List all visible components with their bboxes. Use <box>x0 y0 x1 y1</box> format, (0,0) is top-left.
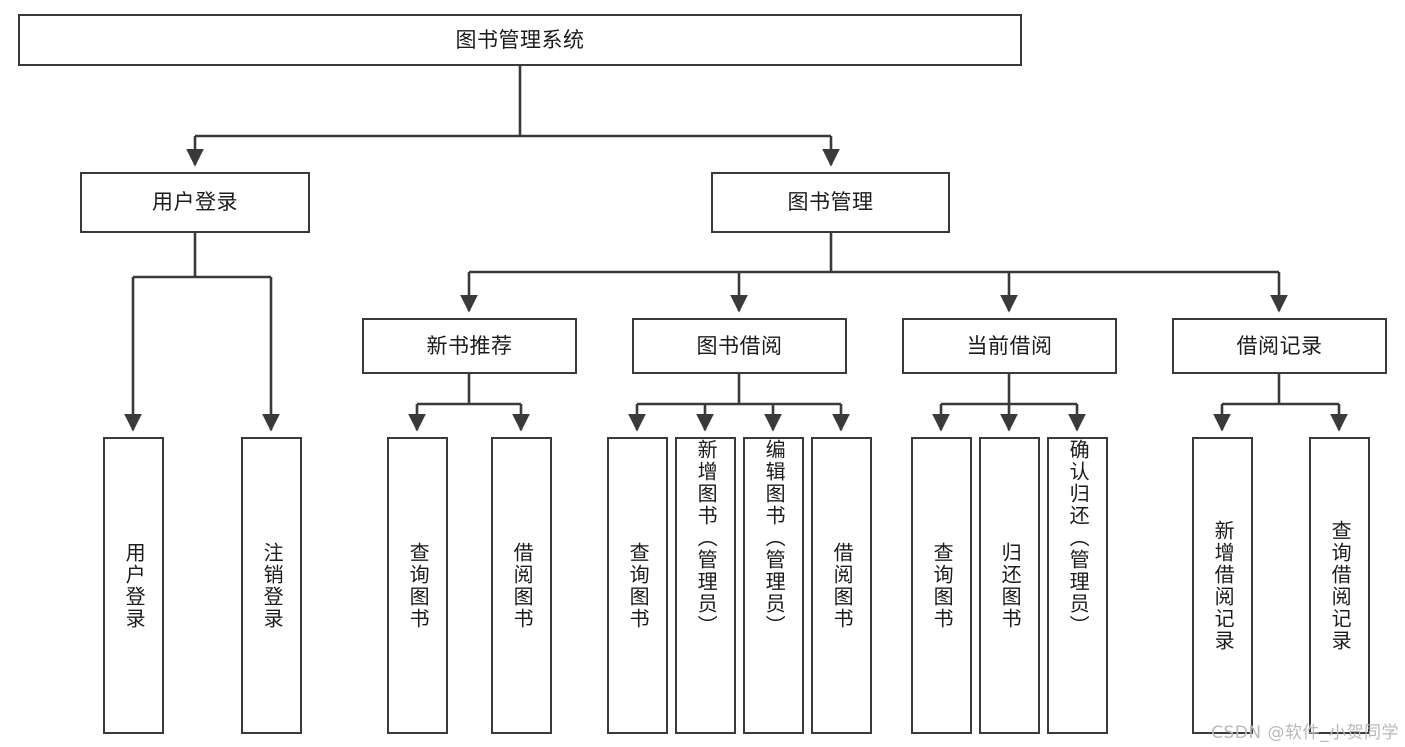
node-leaf-user-login-label: 用户登录 <box>122 541 147 630</box>
node-leaf-edit-book-label: 编辑图书（管理员） <box>762 439 787 637</box>
node-leaf-query-book-3-label: 查询图书 <box>930 541 955 630</box>
node-leaf-borrow-book-1-label: 借阅图书 <box>510 541 535 630</box>
node-book-borrow[interactable]: 图书借阅 <box>632 318 847 374</box>
watermark: CSDN @软件_小贺同学 <box>1211 723 1399 743</box>
node-leaf-add-record[interactable]: 新增借阅记录 <box>1192 437 1253 734</box>
node-leaf-query-book-3[interactable]: 查询图书 <box>911 437 972 734</box>
node-leaf-borrow-book-2-label: 借阅图书 <box>830 541 855 630</box>
node-new-book-recommend[interactable]: 新书推荐 <box>362 318 577 374</box>
node-leaf-query-book-2[interactable]: 查询图书 <box>607 437 668 734</box>
node-leaf-return-book-label: 归还图书 <box>998 541 1023 630</box>
node-borrow-record-label: 借阅记录 <box>1236 333 1323 358</box>
node-leaf-query-record[interactable]: 查询借阅记录 <box>1309 437 1370 734</box>
node-leaf-query-record-label: 查询借阅记录 <box>1328 519 1353 652</box>
node-leaf-borrow-book-2[interactable]: 借阅图书 <box>811 437 872 734</box>
node-leaf-confirm-return[interactable]: 确认归还（管理员） <box>1047 437 1108 734</box>
node-book-management[interactable]: 图书管理 <box>711 172 950 233</box>
node-new-book-recommend-label: 新书推荐 <box>426 333 513 358</box>
node-leaf-return-book[interactable]: 归还图书 <box>979 437 1040 734</box>
node-current-borrow[interactable]: 当前借阅 <box>902 318 1117 374</box>
node-root[interactable]: 图书管理系统 <box>18 14 1022 66</box>
node-current-borrow-label: 当前借阅 <box>966 333 1053 358</box>
node-leaf-user-login[interactable]: 用户登录 <box>103 437 164 734</box>
node-book-management-label: 图书管理 <box>787 190 874 215</box>
node-leaf-borrow-book-1[interactable]: 借阅图书 <box>491 437 552 734</box>
node-leaf-query-book-1-label: 查询图书 <box>406 541 431 630</box>
node-leaf-add-book-label: 新增图书（管理员） <box>694 439 719 637</box>
node-leaf-query-book-1[interactable]: 查询图书 <box>387 437 448 734</box>
node-root-label: 图书管理系统 <box>455 27 585 52</box>
node-leaf-logout[interactable]: 注销登录 <box>241 437 302 734</box>
node-leaf-add-record-label: 新增借阅记录 <box>1211 519 1236 652</box>
node-user-login[interactable]: 用户登录 <box>80 172 310 233</box>
node-user-login-label: 用户登录 <box>152 190 238 215</box>
node-leaf-logout-label: 注销登录 <box>260 541 285 630</box>
node-leaf-query-book-2-label: 查询图书 <box>626 541 651 630</box>
node-leaf-edit-book[interactable]: 编辑图书（管理员） <box>743 437 804 734</box>
node-borrow-record[interactable]: 借阅记录 <box>1172 318 1387 374</box>
node-book-borrow-label: 图书借阅 <box>696 333 783 358</box>
node-leaf-add-book[interactable]: 新增图书（管理员） <box>675 437 736 734</box>
node-leaf-confirm-return-label: 确认归还（管理员） <box>1066 439 1091 637</box>
